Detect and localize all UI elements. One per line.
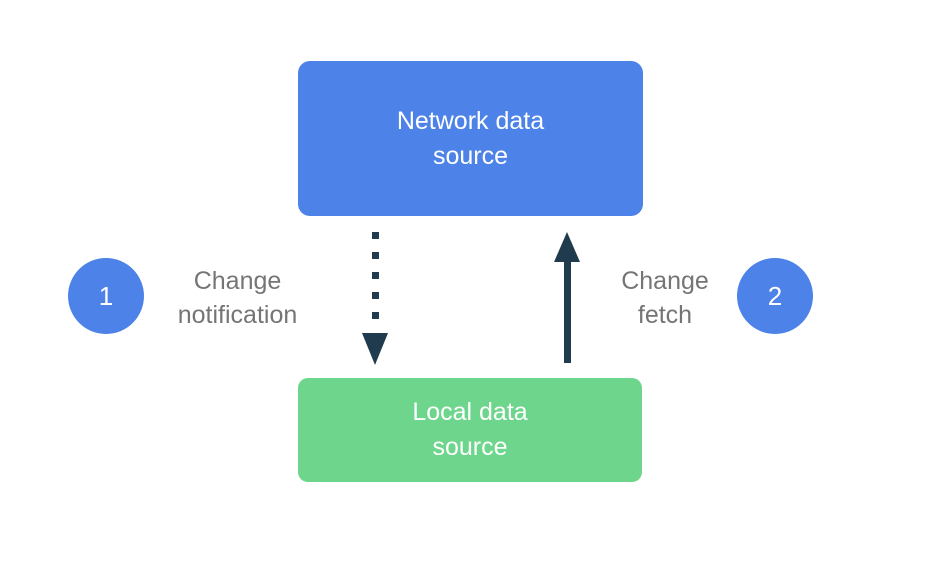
change-fetch-label: Change fetch (621, 267, 709, 329)
change-fetch-arrow-line (564, 256, 571, 363)
step-2-number: 2 (767, 280, 783, 311)
step-2-badge: 2 (737, 258, 813, 334)
change-notification-arrow-line (372, 232, 379, 332)
network-data-source-label: Network data source (396, 106, 545, 170)
local-data-source-label: Local data source (412, 398, 528, 461)
step-1-badge: 1 (68, 258, 144, 334)
network-data-source-box: Network data source (298, 61, 643, 216)
change-notification-label: Change notification (177, 267, 298, 329)
step-1-number: 1 (98, 280, 114, 311)
local-data-source-box: Local data source (298, 378, 642, 482)
change-notification-arrowhead-down-icon (362, 333, 388, 365)
